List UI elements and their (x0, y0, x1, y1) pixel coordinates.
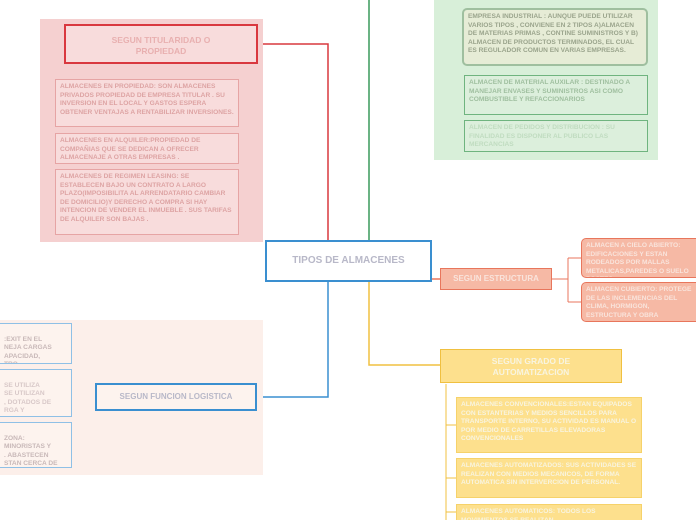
center-node[interactable]: TIPOS DE ALMACENES (265, 240, 432, 282)
titularidad-node[interactable]: SEGUN TITULARIDAD O PROPIEDAD (64, 24, 258, 64)
titularidad-leaf-1-text: ALMACENES EN PROPIEDAD: SON ALMACENES PR… (60, 83, 234, 116)
connector-automatizacion-leaves (445, 384, 456, 520)
estructura-leaf-1[interactable]: ALMACEN A CIELO ABIERTO: EDIFICACIONES Y… (581, 238, 696, 278)
material-leaf-3-text: ALMACEN DE PEDIDOS Y DISTRIBUCION : SU F… (469, 124, 615, 149)
connector-automatizacion (368, 282, 440, 366)
logistica-leaf-3[interactable]: ZONA: MINORISTAS Y . ABASTECEN STAN CERC… (0, 422, 72, 468)
logistica-label: SEGUN FUNCION LOGISTICA (119, 392, 233, 401)
connector-logistica (258, 282, 329, 398)
connector-titularidad (258, 43, 329, 241)
automatizacion-leaf-3[interactable]: ALMACENES AUTOMATICOS: TODOS LOS MOVIMIE… (456, 504, 642, 520)
logistica-leaf-1-text: :EXIT EN EL NEJA CARGAS APACIDAD, TRO (4, 335, 52, 363)
automatizacion-leaf-1[interactable]: ALMACENES CONVENCIONALES:ESTAN EQUIPADOS… (456, 397, 642, 453)
logistica-leaf-2-text: SE UTILIZA SE UTILIZAN , DOTADOS DE RGA … (4, 381, 52, 415)
material-leaf-1-text: EMPRESA INDUSTRIAL : AUNQUE PUEDE UTILIZ… (468, 13, 638, 55)
logistica-node[interactable]: SEGUN FUNCION LOGISTICA (95, 383, 257, 411)
estructura-leaf-2-text: ALMACEN CUBIERTO: PROTEGE DE LAS INCLEME… (586, 286, 692, 319)
estructura-leaf-1-text: ALMACEN A CIELO ABIERTO: EDIFICACIONES Y… (586, 242, 689, 277)
material-leaf-3[interactable]: ALMACEN DE PEDIDOS Y DISTRIBUCION : SU F… (464, 120, 648, 152)
automatizacion-leaf-2-text: ALMACENES AUTOMATIZADOS: SUS ACTIVIDADES… (461, 462, 637, 487)
logistica-leaf-3-text: ZONA: MINORISTAS Y . ABASTECEN STAN CERC… (4, 434, 58, 468)
logistica-leaf-1[interactable]: :EXIT EN EL NEJA CARGAS APACIDAD, TRO (0, 323, 72, 364)
titularidad-leaf-2[interactable]: ALMACENES EN ALQUILER:PROPIEDAD DE COMPA… (55, 133, 239, 164)
automatizacion-label: SEGUN GRADO DE AUTOMATIZACION (491, 356, 571, 377)
titularidad-label: SEGUN TITULARIDAD O PROPIEDAD (111, 35, 211, 56)
center-label: TIPOS DE ALMACENES (292, 255, 405, 266)
estructura-leaf-2[interactable]: ALMACEN CUBIERTO: PROTEGE DE LAS INCLEME… (581, 282, 696, 322)
automatizacion-leaf-2[interactable]: ALMACENES AUTOMATIZADOS: SUS ACTIVIDADES… (456, 458, 642, 498)
automatizacion-leaf-1-text: ALMACENES CONVENCIONALES:ESTAN EQUIPADOS… (461, 401, 637, 443)
estructura-label: SEGUN ESTRUCTURA (453, 274, 539, 283)
titularidad-leaf-2-text: ALMACENES EN ALQUILER:PROPIEDAD DE COMPA… (60, 137, 201, 162)
titularidad-leaf-1[interactable]: ALMACENES EN PROPIEDAD: SON ALMACENES PR… (55, 79, 239, 127)
estructura-node[interactable]: SEGUN ESTRUCTURA (440, 268, 552, 290)
titularidad-leaf-3[interactable]: ALMACENES DE REGIMEN LEASING: SE ESTABLE… (55, 169, 239, 235)
material-leaf-2[interactable]: ALMACEN DE MATERIAL AUXILAR : DESTINADO … (464, 75, 648, 115)
automatizacion-leaf-3-text: ALMACENES AUTOMATICOS: TODOS LOS MOVIMIE… (461, 508, 596, 520)
connector-estructura-leaves (552, 257, 581, 303)
automatizacion-node[interactable]: SEGUN GRADO DE AUTOMATIZACION (440, 349, 622, 383)
titularidad-leaf-3-text: ALMACENES DE REGIMEN LEASING: SE ESTABLE… (60, 173, 232, 223)
material-leaf-2-text: ALMACEN DE MATERIAL AUXILAR : DESTINADO … (469, 79, 630, 104)
logistica-leaf-2[interactable]: SE UTILIZA SE UTILIZAN , DOTADOS DE RGA … (0, 369, 72, 417)
material-leaf-1[interactable]: EMPRESA INDUSTRIAL : AUNQUE PUEDE UTILIZ… (462, 8, 648, 66)
